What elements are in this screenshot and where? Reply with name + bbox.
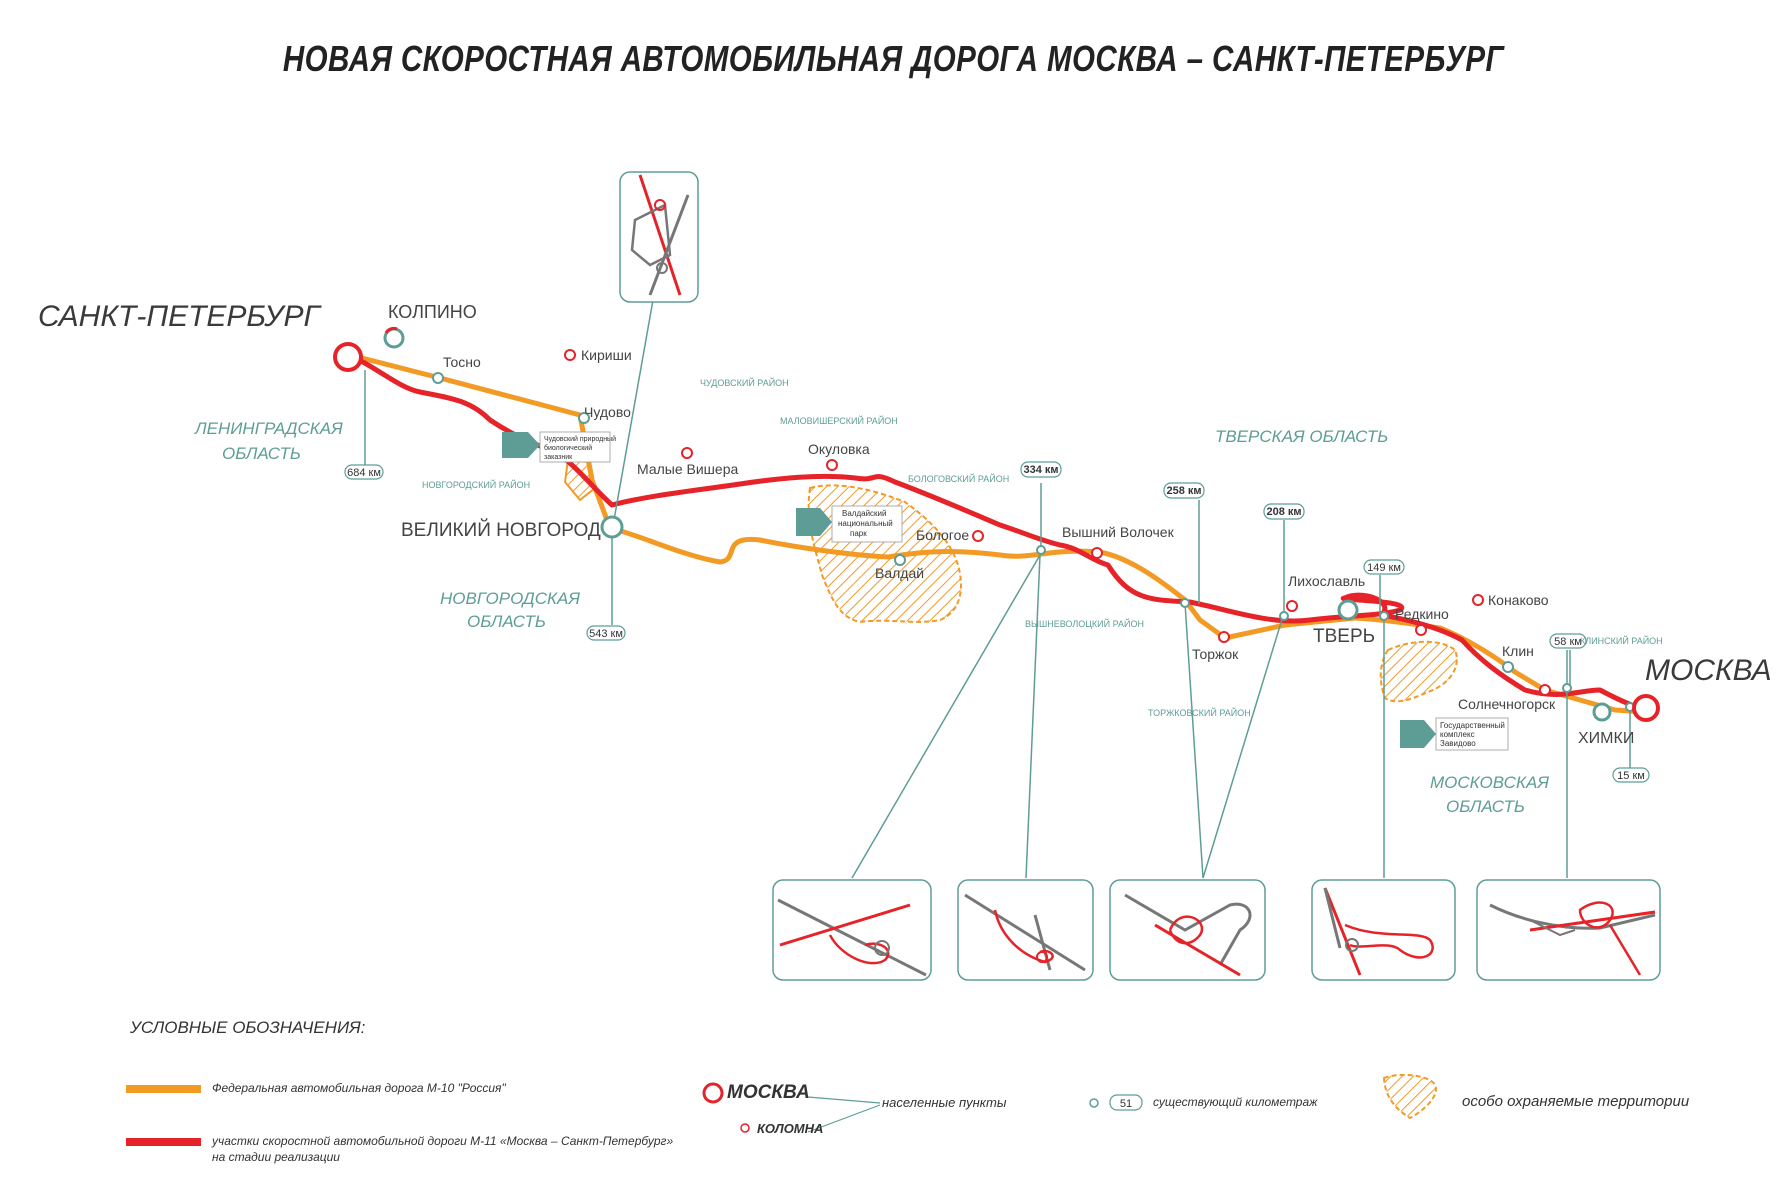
klin-label: Клин xyxy=(1502,643,1534,659)
tver-region-l1: ТВЕРСКАЯ ОБЛАСТЬ xyxy=(1215,427,1388,446)
bolog-district: БОЛОГОВСКИЙ РАЙОН xyxy=(908,473,1009,484)
district-labels: ЧУДОВСКИЙ РАЙОН МАЛОВИШЕРСКИЙ РАЙОН БОЛО… xyxy=(422,377,1663,718)
moscow-marker[interactable] xyxy=(1632,694,1660,722)
nov-region-l2: ОБЛАСТЬ xyxy=(467,612,546,631)
chudovo-res-line3: заказник xyxy=(544,454,573,461)
km-208-label: 208 км xyxy=(1266,506,1301,518)
mos-region-l2: ОБЛАСТЬ xyxy=(1446,797,1525,816)
leader-lines xyxy=(364,299,1631,879)
km-543-label: 543 км xyxy=(589,628,623,640)
novgorod-label: ВЕЛИКИЙ НОВГОРОД xyxy=(401,519,601,541)
bologoe-label: Бологое xyxy=(916,527,969,543)
map-title: НОВАЯ СКОРОСТНАЯ АВТОМОБИЛЬНАЯ ДОРОГА МО… xyxy=(282,38,1505,79)
likhoslavl-label: Лихославль xyxy=(1288,573,1365,589)
chudovo-res-line1: Чудовский природный xyxy=(544,435,616,443)
legend-city-big: МОСКВА xyxy=(727,1082,810,1103)
legend-m11-l2: на стадии реализации xyxy=(212,1150,340,1164)
legend-protected: особо охраняемые территории xyxy=(1462,1093,1690,1110)
inset-4[interactable] xyxy=(1311,879,1456,981)
v-volochek-label: Вышний Волочек xyxy=(1062,524,1175,540)
klinsk-district: КЛИНСКИЙ РАЙОН xyxy=(1580,635,1663,646)
inset-3[interactable] xyxy=(1109,879,1266,981)
novgorod-marker[interactable] xyxy=(600,515,624,539)
km-684-label: 684 км xyxy=(347,467,381,479)
legend-title: УСЛОВНЫЕ ОБОЗНАЧЕНИЯ: xyxy=(130,1018,366,1037)
moscow-label: МОСКВА xyxy=(1645,654,1772,687)
valdai-park-line2: национальный xyxy=(838,519,893,528)
inset-2[interactable] xyxy=(957,879,1094,981)
kolpino-label: КОЛПИНО xyxy=(388,302,477,322)
kirishi-label: Кириши xyxy=(581,347,632,363)
legend-settlements: населенные пункты xyxy=(882,1095,1007,1110)
m-vishera-label: Малые Вишера xyxy=(637,461,738,477)
protected-area-labels: Чудовский природный биологический заказн… xyxy=(502,431,1509,751)
len-region-l2: ОБЛАСТЬ xyxy=(222,444,301,463)
nov-region-l1: НОВГОРОДСКАЯ xyxy=(440,589,580,608)
zavidovo-line3: Завидово xyxy=(1440,739,1476,748)
mos-region-l1: МОСКОВСКАЯ xyxy=(1430,773,1549,792)
km-58-label: 58 км xyxy=(1554,636,1582,648)
km-258-label: 258 км xyxy=(1166,485,1201,497)
torzh-district: ТОРЖКОВСКИЙ РАЙОН xyxy=(1148,707,1251,718)
legend-graphics: 51 xyxy=(126,1073,1437,1146)
junction-nodes xyxy=(1036,545,1635,712)
inset-top[interactable] xyxy=(619,171,699,303)
zavidovo-protected-area xyxy=(1379,640,1458,703)
inset-1[interactable] xyxy=(772,879,932,981)
solnechnogorsk-label: Солнечногорск xyxy=(1458,696,1556,712)
km-334-label: 334 км xyxy=(1023,464,1058,476)
legend-city-small: КОЛОМНА xyxy=(757,1121,824,1136)
chudovo-label: Чудово xyxy=(584,404,631,420)
valdai-park-line3: парк xyxy=(850,529,867,538)
km-badges: 684 км 543 км 334 км 258 км 208 км 149 к… xyxy=(344,461,1650,783)
town-markers xyxy=(432,349,1551,696)
khimki-label: ХИМКИ xyxy=(1578,730,1634,747)
konakovo-label: Конаково xyxy=(1488,592,1549,608)
valdai-park-line1: Валдайский xyxy=(842,509,886,518)
valdai-label: Валдай xyxy=(875,565,924,581)
vyshn-district: ВЫШНЕВОЛОЦКИЙ РАЙОН xyxy=(1025,618,1144,629)
khimki-marker[interactable] xyxy=(1592,702,1612,722)
spb-label: САНКТ-ПЕТЕРБУРГ xyxy=(38,300,322,333)
novg-district: НОВГОРОДСКИЙ РАЙОН xyxy=(422,479,530,490)
torzhok-label: Торжок xyxy=(1192,646,1239,662)
zavidovo-line2: комплекс xyxy=(1440,730,1475,739)
km-15-label: 15 км xyxy=(1617,770,1645,782)
tver-label: ТВЕРЬ xyxy=(1313,626,1375,647)
tver-marker[interactable] xyxy=(1337,599,1359,621)
m11-road xyxy=(347,352,1648,713)
legend-km-text: существующий километраж xyxy=(1153,1095,1318,1109)
region-labels: ЛЕНИНГРАДСКАЯ ОБЛАСТЬ НОВГОРОДСКАЯ ОБЛАС… xyxy=(194,419,1549,816)
malov-district: МАЛОВИШЕРСКИЙ РАЙОН xyxy=(780,415,898,426)
zavidovo-line1: Государственный xyxy=(1440,721,1505,730)
redkino-label: Редкино xyxy=(1395,606,1449,622)
tosno-label: Тосно xyxy=(443,354,481,370)
okulovka-label: Окуловка xyxy=(808,441,870,457)
km-149-label: 149 км xyxy=(1367,562,1401,574)
spb-marker[interactable] xyxy=(333,342,363,372)
len-region-l1: ЛЕНИНГРАДСКАЯ xyxy=(194,419,343,438)
town-labels: Тосно Кириши Чудово Малые Вишера Окуловк… xyxy=(443,347,1556,712)
legend-m10: Федеральная автомобильная дорога М-10 "Р… xyxy=(212,1081,506,1095)
legend-km-sample: 51 xyxy=(1120,1098,1132,1110)
legend-m11-l1: участки скоростной автомобильной дороги … xyxy=(212,1134,674,1148)
chud-district: ЧУДОВСКИЙ РАЙОН xyxy=(700,377,789,388)
inset-5[interactable] xyxy=(1476,879,1661,981)
chudovo-res-line2: биологический xyxy=(544,444,592,452)
